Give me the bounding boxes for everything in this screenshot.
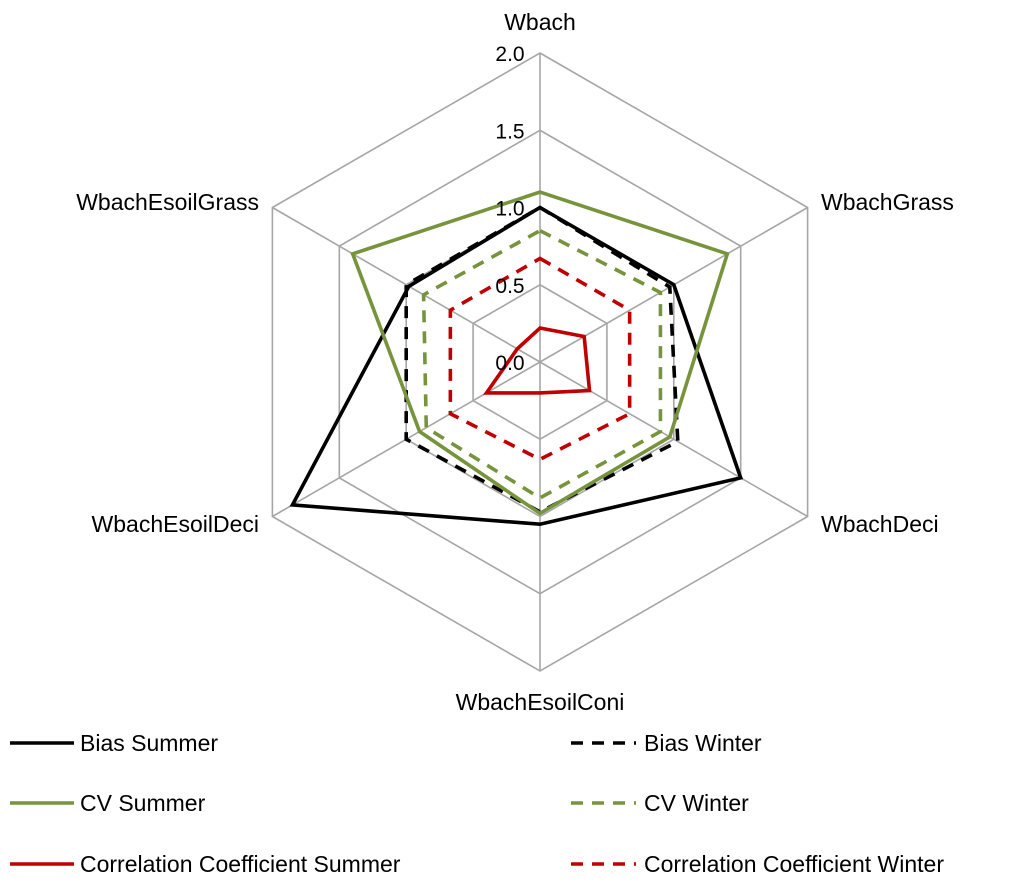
series-cv-summer bbox=[350, 190, 730, 516]
legend-label: Correlation Coefficient Summer bbox=[80, 851, 401, 877]
axis-label-wbachgrass: WbachGrass bbox=[821, 189, 954, 215]
legend-item-bias-summer: Bias Summer bbox=[10, 730, 218, 756]
legend-item-cv-summer: CV Summer bbox=[10, 790, 206, 816]
grid-layer bbox=[271, 52, 809, 672]
legend-item-correlation-coefficient-winter: Correlation Coefficient Winter bbox=[571, 851, 944, 877]
series-cv-winter bbox=[421, 228, 663, 501]
series-layer bbox=[289, 190, 744, 527]
series-correlation-coefficient-winter bbox=[448, 256, 632, 462]
legend-item-bias-winter: Bias Winter bbox=[571, 730, 762, 756]
grid-spoke-wbachesoilgrass bbox=[271, 206, 541, 363]
tick-labels: 0.0 0.5 1.0 1.5 2.0 bbox=[495, 43, 524, 375]
tick-label: 2.0 bbox=[495, 43, 524, 66]
axis-label-wbachesoilgrass: WbachEsoilGrass bbox=[76, 189, 259, 215]
legend: Bias Summer Bias Winter CV Summer CV Winter… bbox=[10, 730, 944, 877]
axis-label-wbachdeci: WbachDeci bbox=[821, 511, 939, 537]
legend-item-correlation-coefficient-summer: Correlation Coefficient Summer bbox=[10, 851, 401, 877]
tick-label: 0.0 bbox=[495, 352, 524, 375]
axis-label-wbachesoilconi: WbachEsoilConi bbox=[456, 689, 625, 715]
legend-item-cv-winter: CV Winter bbox=[571, 790, 749, 816]
tick-label: 1.5 bbox=[495, 120, 524, 143]
series-bias-winter bbox=[404, 205, 680, 514]
series-correlation-coefficient-summer bbox=[483, 326, 592, 395]
legend-label: CV Winter bbox=[644, 790, 749, 816]
tick-label: 0.5 bbox=[495, 275, 524, 298]
grid-spoke-wbachdeci bbox=[539, 361, 809, 518]
legend-label: CV Summer bbox=[80, 790, 206, 816]
axis-label-wbachesoildeci: WbachEsoilDeci bbox=[92, 511, 259, 537]
legend-label: Bias Summer bbox=[80, 730, 218, 756]
legend-label: Correlation Coefficient Winter bbox=[644, 851, 944, 877]
legend-label: Bias Winter bbox=[644, 730, 762, 756]
axis-label-wbach: Wbach bbox=[504, 9, 576, 35]
series-bias-summer bbox=[289, 205, 744, 527]
tick-label: 1.0 bbox=[495, 198, 524, 221]
